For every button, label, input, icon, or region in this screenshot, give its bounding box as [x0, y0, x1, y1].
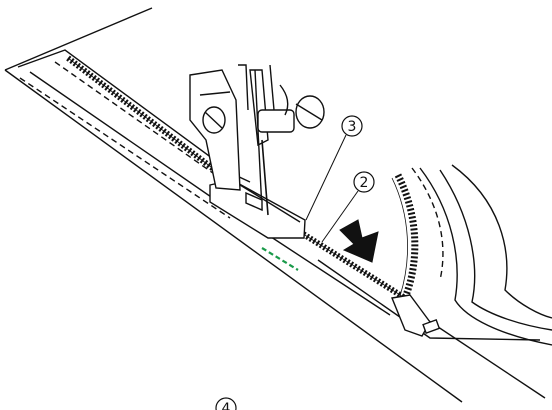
fabric-right-curve-inner	[440, 170, 552, 330]
zipper-teeth-open	[392, 175, 415, 298]
fabric-right-curve-outer	[420, 168, 552, 345]
callout-3-label: 3	[348, 119, 357, 135]
stitch-line-right	[412, 168, 443, 280]
zipper-slider	[392, 295, 439, 336]
direction-arrow	[340, 220, 378, 262]
callout-4-label: 4	[222, 401, 231, 410]
callout-3: 3	[306, 116, 362, 220]
presser-foot	[190, 65, 324, 238]
callout-4: 4	[216, 398, 236, 410]
callout-2-label: 2	[360, 175, 369, 191]
needle-clamp	[258, 110, 294, 132]
fabric-right-far-curve	[452, 165, 552, 318]
needle-bar	[250, 70, 268, 145]
